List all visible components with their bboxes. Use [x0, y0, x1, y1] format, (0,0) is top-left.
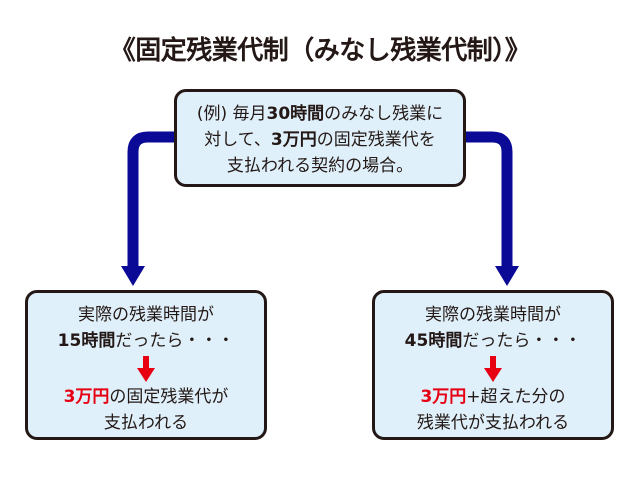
- text: 対して、: [204, 130, 271, 150]
- text: だったら・・・: [462, 331, 582, 351]
- example-line-3: 支払われる契約の場合。: [226, 156, 414, 176]
- amount-red: 3万円: [420, 387, 467, 407]
- hours-bold: 30時間: [266, 104, 325, 124]
- case-45-hours-box: 実際の残業時間が 45時間だったら・・・ 3万円+超えた分の 残業代が支払われる: [372, 290, 614, 440]
- case-line-3: 3万円+超えた分の: [375, 384, 611, 410]
- case-line-3: 3万円の固定残業代が: [28, 384, 264, 410]
- case-line-4: 残業代が支払われる: [416, 413, 570, 433]
- example-line-1: (例) 毎月30時間のみなし残業に: [177, 101, 463, 127]
- amount-bold: 3万円: [270, 130, 317, 150]
- hours-bold: 45時間: [404, 331, 463, 351]
- example-condition-box: (例) 毎月30時間のみなし残業に 対して、3万円の固定残業代を 支払われる契約…: [174, 89, 466, 187]
- amount-red: 3万円: [63, 387, 110, 407]
- case-15-hours-box: 実際の残業時間が 15時間だったら・・・ 3万円の固定残業代が 支払われる: [25, 290, 267, 440]
- case-line-4: 支払われる: [103, 413, 189, 433]
- left-connector-arrow: [121, 131, 176, 286]
- diagram-title: 《固定残業代制（みなし残業代制）》: [109, 36, 531, 66]
- text: +超えた分の: [466, 387, 566, 407]
- text: だったら・・・: [115, 331, 235, 351]
- text: の固定残業代が: [109, 387, 229, 407]
- case-line-1: 実際の残業時間が: [78, 305, 214, 325]
- right-connector-arrow: [464, 131, 519, 286]
- text: の固定残業代を: [316, 130, 436, 150]
- example-line-2: 対して、3万円の固定残業代を: [177, 127, 463, 153]
- text: のみなし残業に: [324, 104, 444, 124]
- text: (例) 毎月: [196, 104, 267, 124]
- red-down-arrow-icon: [28, 354, 264, 384]
- case-line-2: 15時間だったら・・・: [28, 328, 264, 354]
- red-down-arrow-icon: [375, 354, 611, 384]
- case-line-1: 実際の残業時間が: [425, 305, 561, 325]
- case-line-2: 45時間だったら・・・: [375, 328, 611, 354]
- hours-bold: 15時間: [57, 331, 116, 351]
